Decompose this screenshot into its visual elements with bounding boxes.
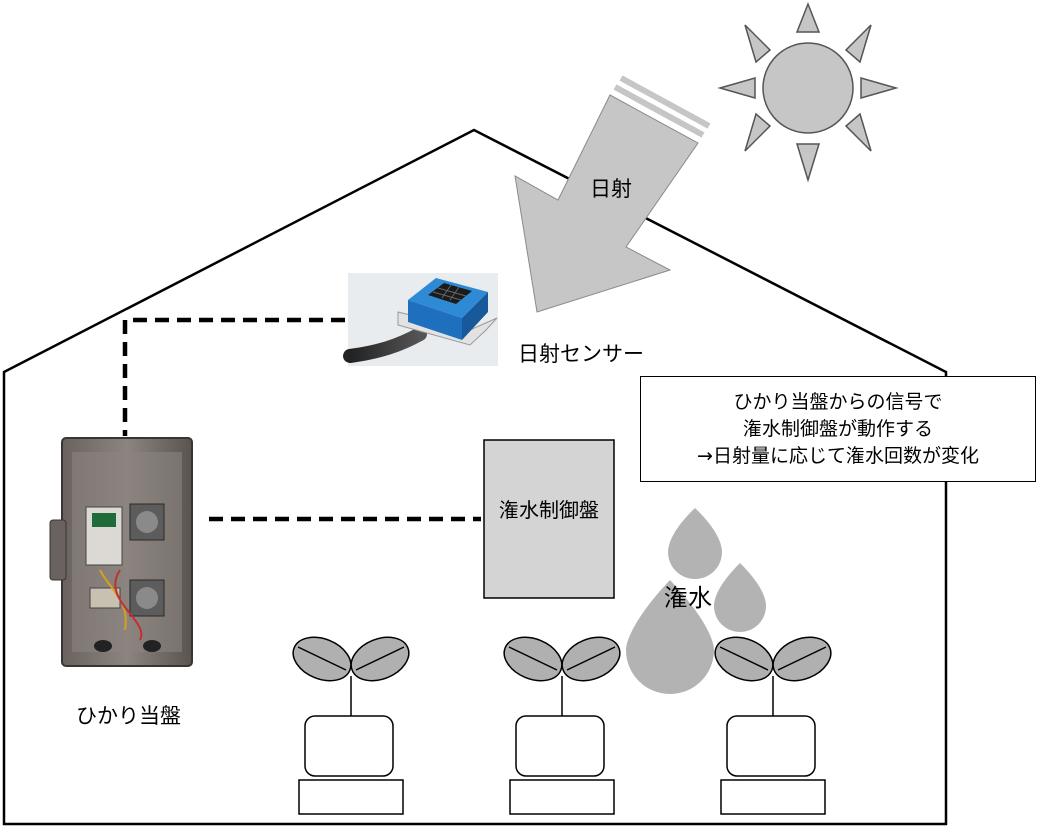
seedling-icon: [292, 636, 832, 815]
note-line-1: ひかり当盤からの信号で: [733, 390, 943, 413]
water-drop-icon: [626, 508, 766, 694]
note-line-3: →日射量に応じて潅水回数が変化: [697, 444, 979, 467]
hikari-panel-label: ひかり当盤: [76, 704, 181, 728]
irrigation-panel-label: 潅水制御盤: [499, 498, 599, 522]
radiation-arrow: [514, 75, 711, 313]
sun-icon: [717, 1, 899, 183]
enclosure-panel-icon: [49, 437, 193, 667]
note-line-2: 潅水制御盤が動作する: [742, 417, 933, 440]
explanation-note: ひかり当盤からの信号で 潅水制御盤が動作する →日射量に応じて潅水回数が変化: [640, 376, 1036, 482]
greenhouse-outline: [2, 128, 948, 826]
radiation-label: 日射: [590, 177, 632, 201]
irrigation-label: 潅水: [664, 584, 712, 612]
signal-wiring: [122, 317, 481, 522]
irrigation-control-panel: [483, 439, 615, 599]
solar-sensor-icon: [343, 273, 498, 366]
sensor-label: 日射センサー: [518, 342, 644, 366]
